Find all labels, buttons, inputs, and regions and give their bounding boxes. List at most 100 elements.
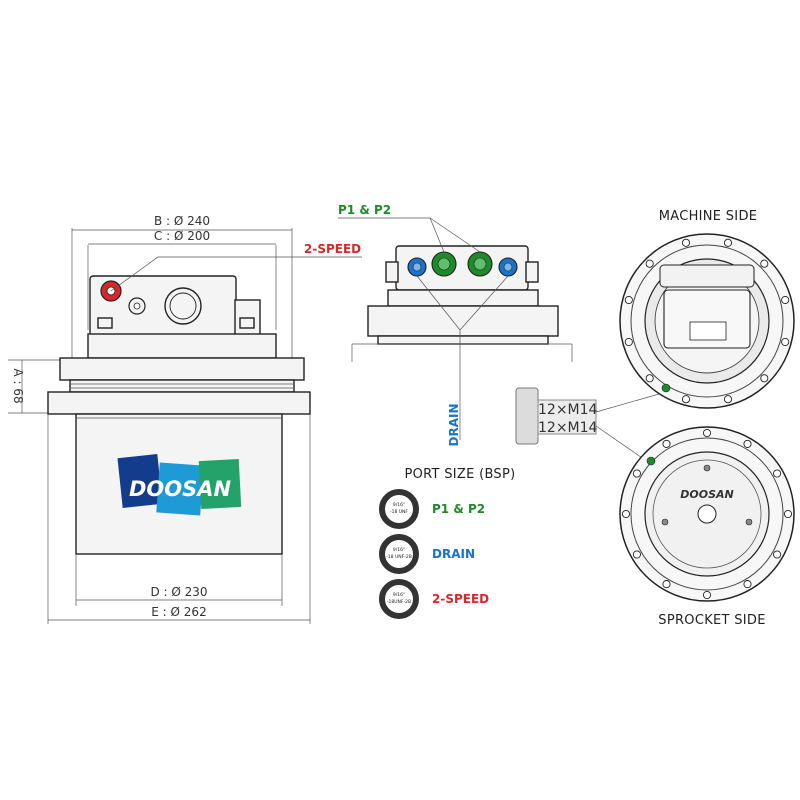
bolt-callout: 12×M14 12×M14: [515, 387, 667, 463]
port-label: 2-SPEED: [432, 592, 489, 606]
bolt-hole: [723, 395, 733, 404]
dim-c-label: C : Ø 200: [154, 229, 210, 243]
bolt-hole: [760, 374, 769, 383]
logo-block-green: [198, 458, 242, 510]
dim-b-label: B : Ø 240: [154, 214, 210, 228]
callout-two-speed: 2-SPEED: [110, 242, 362, 292]
machine-flange-inner: [630, 244, 784, 398]
dimension-b: B : Ø 240: [71, 214, 293, 360]
bolt-hole: [632, 469, 641, 478]
drain-callout-label: DRAIN: [447, 404, 461, 447]
two-speed-callout-label: 2-SPEED: [304, 242, 361, 256]
bolt-hole: [645, 374, 654, 383]
thread-line2: -18UNF-2B: [387, 599, 411, 605]
bolt-head: [515, 387, 539, 445]
thread-line1: 9/16": [393, 592, 405, 598]
bolt-hole: [760, 259, 769, 268]
p1-port-bore: [437, 257, 451, 271]
sprocket-flange-inner: [630, 437, 784, 591]
port-item-two-speed: 9/16" -18UNF-2B 2-SPEED: [379, 579, 489, 619]
valve-block-foot: [97, 317, 113, 329]
port-face-view: P1 & P2 DRAIN: [338, 203, 573, 447]
sprocket-marker-dot: [646, 456, 656, 466]
machine-label-plate: [689, 321, 727, 341]
center-flange-lip: [377, 335, 549, 345]
bolt-hole: [781, 295, 790, 305]
machine-top-bar: [659, 264, 755, 288]
bolt-hole: [702, 428, 712, 438]
bolt-hole: [783, 509, 793, 519]
p1p2-callout-label: P1 & P2: [338, 203, 391, 217]
thread-ring-icon: [379, 534, 419, 574]
dim-e-label: E : Ø 262: [151, 605, 206, 619]
bolt-hole: [723, 238, 733, 247]
bolt-hole: [681, 395, 691, 404]
brake-cap-inner: [169, 292, 197, 320]
bolt-hole: [645, 259, 654, 268]
bolt-hole: [773, 469, 782, 478]
center-flange: [367, 305, 559, 337]
thread-line2: -18 UNF: [390, 509, 408, 515]
port-item-p1p2: 9/16" -18 UNF P1 & P2: [379, 489, 485, 529]
plug-fitting-bore: [133, 302, 141, 310]
thread-line1: 9/16": [393, 547, 405, 553]
doosan-logo: DOOSAN: [117, 454, 242, 516]
bolt-hole: [781, 337, 790, 347]
port-block-side-left: [385, 261, 399, 283]
dimension-c: C : Ø 200: [87, 229, 277, 330]
sprocket-side-title: SPROCKET SIDE: [658, 613, 765, 628]
bolt-hole: [662, 439, 671, 448]
sprocket-flange: [47, 391, 311, 415]
logo-block-dark: [117, 454, 163, 508]
bolt-hole: [743, 439, 752, 448]
bolt-hole: [662, 580, 671, 589]
thread-ring-icon: [379, 579, 419, 619]
port-size-legend: PORT SIZE (BSP) 9/16" -18 UNF P1 & P2 9/…: [379, 467, 516, 619]
bolt-hole: [624, 337, 633, 347]
port-size-title: PORT SIZE (BSP): [405, 467, 516, 482]
thread-line1: 9/16": [393, 502, 405, 508]
bolt-hole: [743, 580, 752, 589]
callout-drain: DRAIN: [416, 275, 509, 447]
sprocket-plug-right: [745, 518, 753, 526]
bolt-hole: [624, 295, 633, 305]
sprocket-plug-top: [703, 464, 711, 472]
dim-a-label: A : 68: [11, 368, 25, 403]
bolt-hole: [681, 238, 691, 247]
machine-bolt-holes: [624, 238, 790, 404]
machine-marker-dot: [661, 383, 671, 393]
logo-text: DOOSAN: [129, 477, 232, 501]
bolt-hole: [621, 509, 631, 519]
machine-side-title: MACHINE SIDE: [659, 209, 758, 224]
bolt-bottom-label: 12×M14: [538, 420, 598, 436]
port-item-drain: 9/16" -18 UNF-2B DRAIN: [379, 534, 475, 574]
left-side-view: B : Ø 240 C : Ø 200 A : 68: [8, 214, 362, 624]
dim-d-label: D : Ø 230: [150, 585, 207, 599]
sprocket-bolt-holes: [621, 428, 793, 600]
flange-ring: [69, 379, 295, 393]
dimension-d: D : Ø 230: [75, 554, 283, 606]
bolt-top-label: 12×M14: [538, 402, 598, 418]
port-block-base: [387, 289, 539, 307]
p2-port-bore: [473, 257, 487, 271]
sprocket-side-view: DOOSAN SPROCKET SIDE: [619, 426, 795, 628]
port-block-side-right: [525, 261, 539, 283]
bolt-hole: [632, 550, 641, 559]
motor-collar: [87, 333, 277, 359]
sprocket-center-plug: [697, 504, 717, 524]
dimension-e: E : Ø 262: [47, 414, 311, 624]
sprocket-plug-left: [661, 518, 669, 526]
valve-block-foot: [239, 317, 255, 329]
machine-valve-face: [663, 289, 751, 349]
drain-port-right-bore: [503, 262, 513, 272]
sprocket-hub-ring: [652, 459, 762, 569]
thread-line2: -18 UNF-2B: [386, 554, 412, 560]
logo-block-light: [156, 462, 204, 516]
bolt-hole: [773, 550, 782, 559]
port-label: P1 & P2: [432, 502, 485, 516]
port-label: DRAIN: [432, 547, 475, 561]
hub-logo-text: DOOSAN: [680, 488, 733, 501]
mounting-flange: [59, 357, 305, 381]
thread-ring-icon: [379, 489, 419, 529]
